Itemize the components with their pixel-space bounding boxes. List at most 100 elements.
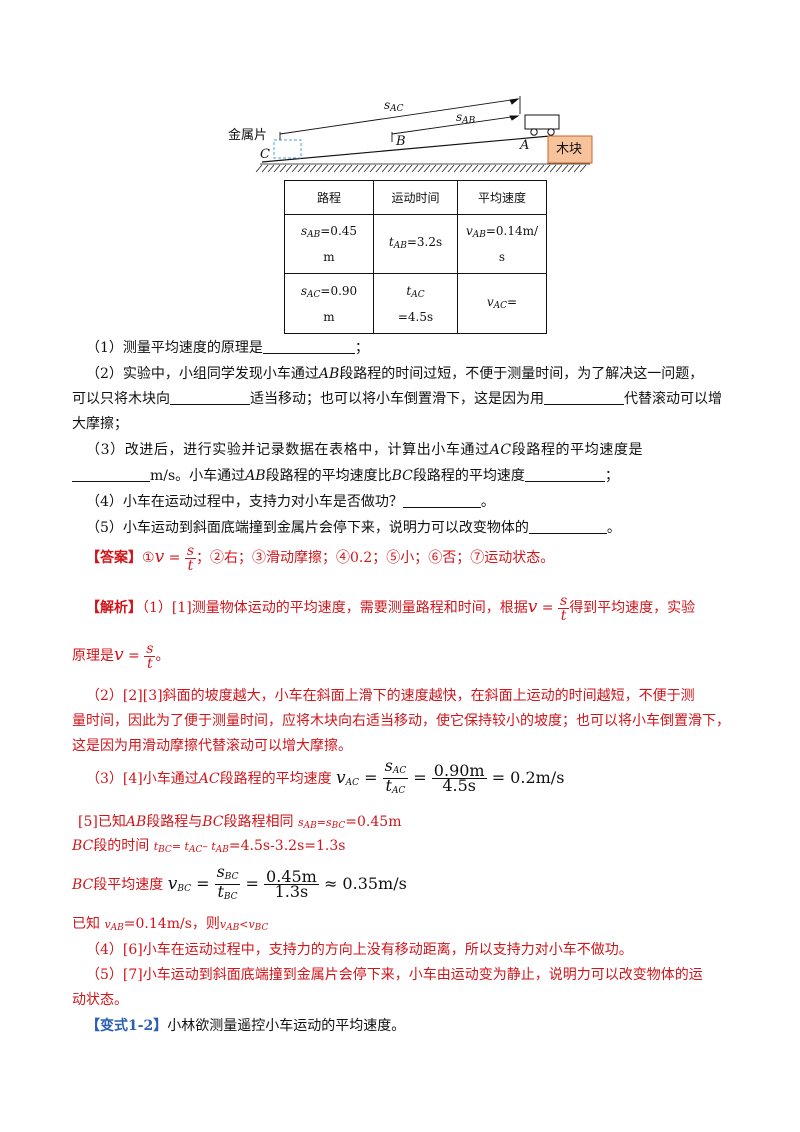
hatch-mark (393, 164, 401, 173)
hatch-mark (255, 164, 263, 173)
hatch-mark (357, 164, 365, 173)
analysis-line-8: BC段的时间 tBC= tAC– tAB=4.5s-3.2s=1.3s (72, 838, 346, 855)
dimension-sab (391, 115, 520, 142)
hatch-mark (555, 164, 563, 173)
analysis-line-10: 已知 vAB=0.14m/s，则vAB<vBC (72, 916, 269, 933)
label-point-a: A (520, 138, 530, 153)
label-point-b: B (396, 134, 406, 149)
hatch-mark (561, 164, 569, 173)
answer-blank[interactable] (528, 519, 607, 534)
hatch-mark (483, 164, 491, 173)
header-time: 运动时间 (373, 180, 458, 215)
hatch-mark (513, 164, 521, 173)
hatch-mark (549, 164, 557, 173)
variant-heading: 【变式1-2】小林欲测量遥控小车运动的平均速度。 (86, 1018, 406, 1034)
hatch-mark (303, 164, 311, 173)
question-1: （1）测量平均速度的原理是； (86, 339, 369, 356)
hatch-mark (261, 164, 269, 173)
hatch-mark (441, 164, 449, 173)
answer-blank[interactable] (402, 493, 481, 508)
hatch-mark (429, 164, 437, 173)
hatch-mark (465, 164, 473, 173)
hatch-mark (273, 164, 281, 173)
cell-v-ab: vAB=0.14m/s (457, 214, 547, 274)
hatch-mark (351, 164, 359, 173)
cell-v-ac: vAC= (457, 273, 547, 334)
answer-blank[interactable] (170, 390, 250, 405)
hatch-mark (477, 164, 485, 173)
hatch-mark (489, 164, 497, 173)
analysis-line-13: 动状态。 (72, 992, 128, 1008)
analysis-line-4: 量时间，因此为了便于测量时间，应将木块向右适当移动，使它保持较小的坡度；也可以将… (72, 713, 730, 729)
hatch-mark (405, 164, 413, 173)
hatch-mark (387, 164, 395, 173)
question-2-line-2: 可以只将木块向适当移动；也可以将小车倒置滑下，这是因为用代替滚动可以增 (72, 390, 722, 407)
analysis-line-5: 这是因为用滑动摩擦代替滚动可以增大摩擦。 (72, 738, 352, 754)
hatch-mark (375, 164, 383, 173)
cell-t-ac: tAC=4.5s (373, 273, 458, 334)
answer-blank[interactable] (262, 339, 355, 354)
hatch-mark (447, 164, 455, 173)
hatch-mark (519, 164, 527, 173)
analysis-line-3: （2）[2][3]斜面的坡度越大，小车在斜面上滑下的速度越快，在斜面上运动的时间… (86, 688, 695, 704)
label-sab: sAB (456, 110, 476, 126)
hatch-mark (321, 164, 329, 173)
hatch-mark (297, 164, 305, 173)
label-metal-sheet: 金属片 (228, 128, 268, 143)
label-point-c: C (260, 147, 270, 162)
hatch-mark (471, 164, 479, 173)
analysis-line-7: [5]已知AB段路程与BC段路程相同 sAB=sBC=0.45m (78, 814, 402, 831)
answer-blank[interactable] (524, 467, 605, 482)
metal-sheet (273, 139, 302, 159)
cart (524, 114, 560, 136)
header-distance: 路程 (284, 180, 374, 215)
hatch-mark (573, 164, 581, 173)
label-wood-block: 木块 (556, 142, 583, 157)
hatch-mark (453, 164, 461, 173)
hatch-mark (381, 164, 389, 173)
answer-blank[interactable] (544, 390, 624, 405)
incline-surface (261, 135, 551, 163)
hatch-mark (285, 164, 293, 173)
hatch-mark (345, 164, 353, 173)
table-header-row: 路程 运动时间 平均速度 (284, 180, 547, 215)
question-4: （4）小车在运动过程中，支持力对小车是否做功？。 (86, 493, 495, 510)
hatch-mark (501, 164, 509, 173)
hatch-mark (507, 164, 515, 173)
answer-blank[interactable] (72, 467, 150, 482)
hatch-mark (543, 164, 551, 173)
hatch-mark (411, 164, 419, 173)
question-5: （5）小车运动到斜面底端撞到金属片会停下来，说明力可以改变物体的。 (86, 519, 621, 536)
header-speed: 平均速度 (457, 180, 547, 215)
hatch-mark (495, 164, 503, 173)
hatch-mark (279, 164, 287, 173)
label-sac: sAC (384, 98, 404, 114)
hatch-mark (267, 164, 275, 173)
question-2-line-3: 大摩擦； (72, 416, 128, 432)
hatch-mark (291, 164, 299, 173)
hatch-mark (579, 164, 587, 173)
analysis-line-12: （5）[7]小车运动到斜面底端撞到金属片会停下来，小车由运动变为静止，说明力可以… (86, 967, 703, 983)
hatch-mark (363, 164, 371, 173)
hatch-mark (309, 164, 317, 173)
hatch-mark (423, 164, 431, 173)
hatch-mark (399, 164, 407, 173)
analysis-line-11: （4）[6]小车在运动过程中，支持力的方向上没有移动距离，所以支持力对小车不做功… (86, 942, 633, 958)
question-3-line-2: m/s。小车通过AB段路程的平均速度比BC段路程的平均速度； (72, 466, 732, 486)
hatch-mark (537, 164, 545, 173)
dimension-sac (279, 96, 521, 140)
hatch-mark (525, 164, 533, 173)
hatch-mark (531, 164, 539, 173)
hatch-mark (459, 164, 467, 173)
hatch-mark (435, 164, 443, 173)
